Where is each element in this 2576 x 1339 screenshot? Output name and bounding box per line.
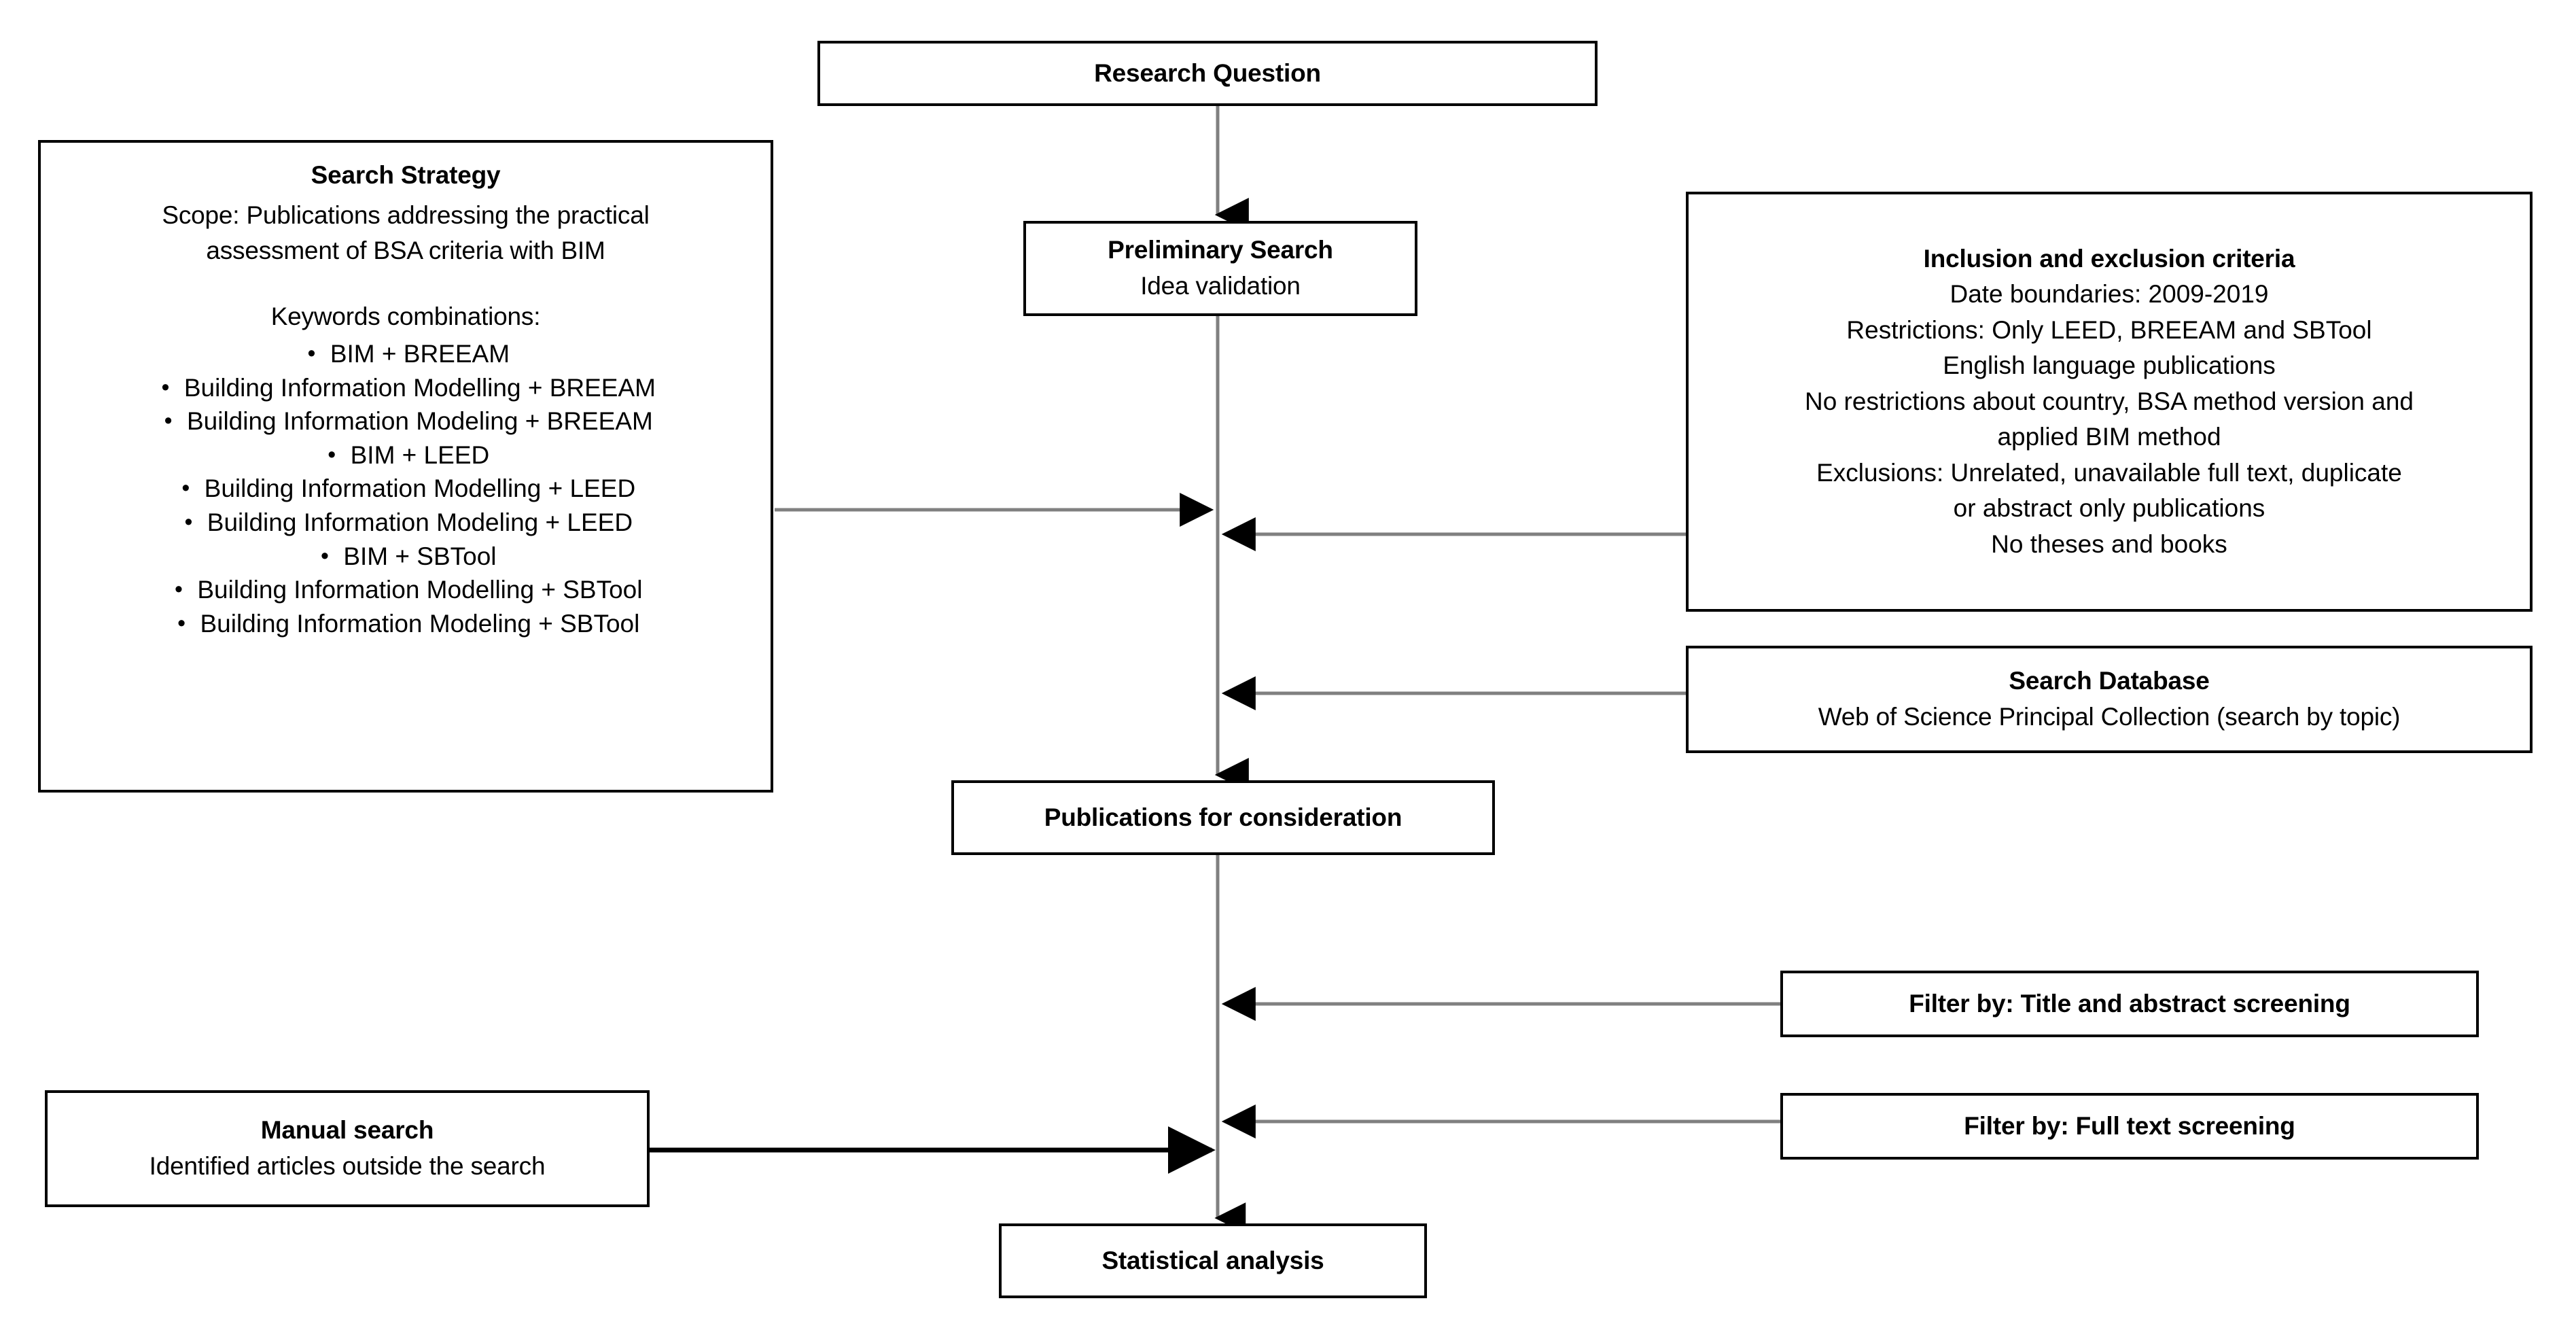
keyword-combination-item: • Building Information Modeling + LEED xyxy=(46,506,765,540)
node-preliminary-search[interactable]: Preliminary Search Idea validation xyxy=(1023,221,1417,316)
node-search-database-line1: Web of Science Principal Collection (sea… xyxy=(1818,703,2401,731)
keyword-combination-label: BIM + LEED xyxy=(350,440,490,469)
keyword-combination-item: • Building Information Modeling + BREEAM xyxy=(46,404,765,438)
keyword-combination-item: • Building Information Modelling + BREEAM xyxy=(46,371,765,405)
node-manual-search[interactable]: Manual search Identified articles outsid… xyxy=(45,1090,650,1207)
bullet-icon: • xyxy=(177,610,186,636)
keyword-combination-label: BIM + BREEAM xyxy=(330,340,510,368)
node-manual-search-line1: Identified articles outside the search xyxy=(149,1152,546,1180)
keyword-combination-label: BIM + SBTool xyxy=(343,542,497,570)
keyword-combination-item: • Building Information Modelling + SBTool xyxy=(46,573,765,607)
bullet-icon: • xyxy=(307,341,316,367)
criteria-line: Restrictions: Only LEED, BREEAM and SBTo… xyxy=(1846,315,2372,344)
criteria-line: No theses and books xyxy=(1991,529,2227,558)
node-inclusion-exclusion-criteria[interactable]: Inclusion and exclusion criteria Date bo… xyxy=(1686,192,2533,612)
node-preliminary-search-line1: Idea validation xyxy=(1140,272,1301,300)
keyword-combination-label: Building Information Modeling + SBTool xyxy=(200,609,640,638)
bullet-icon: • xyxy=(320,542,329,569)
node-search-strategy-keywords-heading: Keywords combinations: xyxy=(270,302,541,330)
node-manual-search-title: Manual search xyxy=(260,1116,434,1145)
node-publications-for-consideration[interactable]: Publications for consideration xyxy=(951,780,1495,855)
keyword-combination-label: Building Information Modeling + BREEAM xyxy=(186,407,653,436)
keyword-combination-label: Building Information Modeling + LEED xyxy=(207,508,633,537)
node-inclusion-exclusion-criteria-title: Inclusion and exclusion criteria xyxy=(1923,244,2295,273)
criteria-line: English language publications xyxy=(1943,351,2276,380)
criteria-line: Exclusions: Unrelated, unavailable full … xyxy=(1816,458,2402,487)
node-search-strategy-scope-line2: assessment of BSA criteria with BIM xyxy=(206,237,605,265)
keyword-combination-item: • Building Information Modeling + SBTool xyxy=(46,607,765,641)
criteria-line: Date boundaries: 2009-2019 xyxy=(1949,280,2269,309)
bullet-icon: • xyxy=(184,508,193,535)
keyword-combination-item: • Building Information Modelling + LEED xyxy=(46,472,765,506)
node-research-question-title: Research Question xyxy=(1094,58,1321,87)
node-search-database[interactable]: Search Database Web of Science Principal… xyxy=(1686,646,2533,753)
node-statistical-analysis[interactable]: Statistical analysis xyxy=(999,1223,1427,1298)
bullet-icon: • xyxy=(175,576,183,603)
bullet-icon: • xyxy=(181,475,190,502)
node-preliminary-search-title: Preliminary Search xyxy=(1108,236,1333,264)
criteria-line: or abstract only publications xyxy=(1953,494,2265,523)
bullet-icon: • xyxy=(161,374,170,400)
keyword-combination-list: • BIM + BREEAM • Building Information Model… xyxy=(46,337,765,640)
node-filter-full-text-screening[interactable]: Filter by: Full text screening xyxy=(1780,1093,2479,1160)
keyword-combination-item: • BIM + BREEAM xyxy=(46,337,765,371)
node-search-strategy-scope-line1: Scope: Publications addressing the pract… xyxy=(162,201,650,229)
criteria-line: applied BIM method xyxy=(1997,423,2221,451)
criteria-line: No restrictions about country, BSA metho… xyxy=(1804,387,2414,415)
bullet-icon: • xyxy=(328,441,336,468)
node-filter-title-and-abstract-screening-title: Filter by: Title and abstract screening xyxy=(1909,989,2350,1018)
bullet-icon: • xyxy=(164,408,173,434)
node-search-database-title: Search Database xyxy=(2009,667,2210,695)
node-statistical-analysis-title: Statistical analysis xyxy=(1101,1246,1324,1274)
keyword-combination-item: • BIM + SBTool xyxy=(46,540,765,574)
keyword-combination-item: • BIM + LEED xyxy=(46,438,765,472)
node-publications-for-consideration-title: Publications for consideration xyxy=(1044,803,1402,831)
node-research-question[interactable]: Research Question xyxy=(817,41,1598,106)
node-filter-title-and-abstract-screening[interactable]: Filter by: Title and abstract screening xyxy=(1780,971,2479,1037)
keyword-combination-label: Building Information Modelling + SBTool xyxy=(197,576,643,604)
keyword-combination-label: Building Information Modelling + LEED xyxy=(204,474,636,503)
node-search-strategy-title: Search Strategy xyxy=(311,161,501,189)
node-filter-full-text-screening-title: Filter by: Full text screening xyxy=(1964,1111,2295,1140)
keyword-combination-label: Building Information Modelling + BREEAM xyxy=(183,373,656,402)
node-search-strategy[interactable]: Search Strategy Scope: Publications addr… xyxy=(38,140,773,793)
